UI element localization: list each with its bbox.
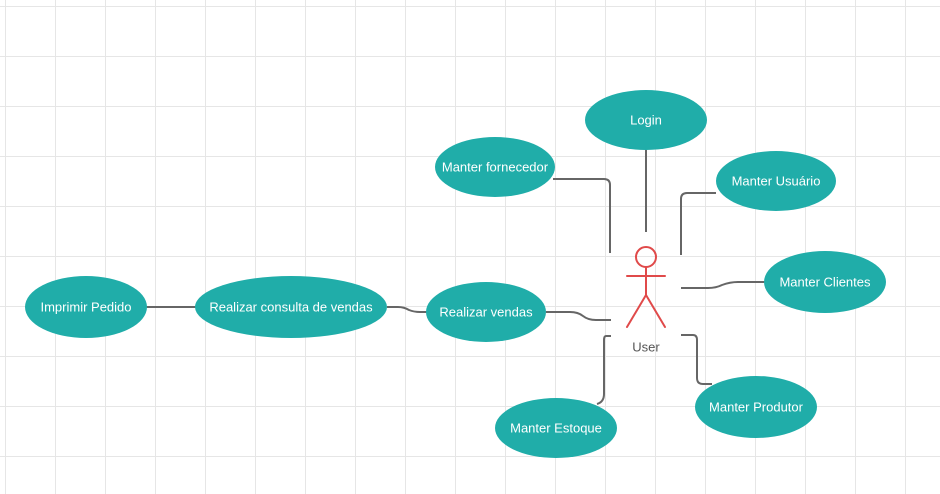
use-case-login-label: Login [630,113,662,128]
use-case-manter-fornecedor[interactable]: Manter fornecedor [435,137,555,197]
use-case-login-shape [585,90,707,150]
connector-realizar-vendas[interactable] [546,311,611,321]
connector-estoque[interactable] [596,335,611,405]
use-case-imprimir-pedido-label: Imprimir Pedido [40,300,131,315]
use-case-manter-produtor-label: Manter Produtor [709,400,804,415]
use-case-realizar-consulta-de-vendas-label: Realizar consulta de vendas [209,300,373,315]
use-case-realizar-consulta-de-vendas[interactable]: Realizar consulta de vendas [195,276,387,338]
connector-produtor[interactable] [681,334,712,385]
use-case-manter-clientes-label: Manter Clientes [779,275,871,290]
use-case-imprimir-pedido[interactable]: Imprimir Pedido [25,276,147,338]
use-case-manter-estoque-shape [495,398,617,458]
actor-stick-figure-icon [626,246,666,328]
connector-consulta-vendas[interactable] [387,306,427,313]
use-case-realizar-vendas[interactable]: Realizar vendas [426,282,546,342]
use-case-manter-usuario-label: Manter Usuário [732,174,821,189]
use-case-manter-produtor-shape [695,376,817,438]
use-case-manter-usuario[interactable]: Manter Usuário [716,151,836,211]
actor-user-label: User [632,340,660,355]
use-case-manter-fornecedor-label: Manter fornecedor [442,160,549,175]
connector-fornecedor[interactable] [553,178,611,253]
use-case-manter-produtor[interactable]: Manter Produtor [695,376,817,438]
use-case-realizar-vendas-label: Realizar vendas [439,305,533,320]
connectors [146,150,765,405]
connector-clientes[interactable] [681,281,765,289]
use-case-manter-fornecedor-shape [435,137,555,197]
use-case-manter-usuario-shape [716,151,836,211]
connector-usuario[interactable] [680,192,716,255]
use-case-manter-clientes[interactable]: Manter Clientes [764,251,886,313]
use-case-manter-clientes-shape [764,251,886,313]
use-case-realizar-consulta-de-vendas-shape [195,276,387,338]
use-case-login[interactable]: Login [585,90,707,150]
use-case-manter-estoque[interactable]: Manter Estoque [495,398,617,458]
use-case-manter-estoque-label: Manter Estoque [510,421,602,436]
use-case-imprimir-pedido-shape [25,276,147,338]
use-case-realizar-vendas-shape [426,282,546,342]
actor-user[interactable]: User [626,246,666,355]
